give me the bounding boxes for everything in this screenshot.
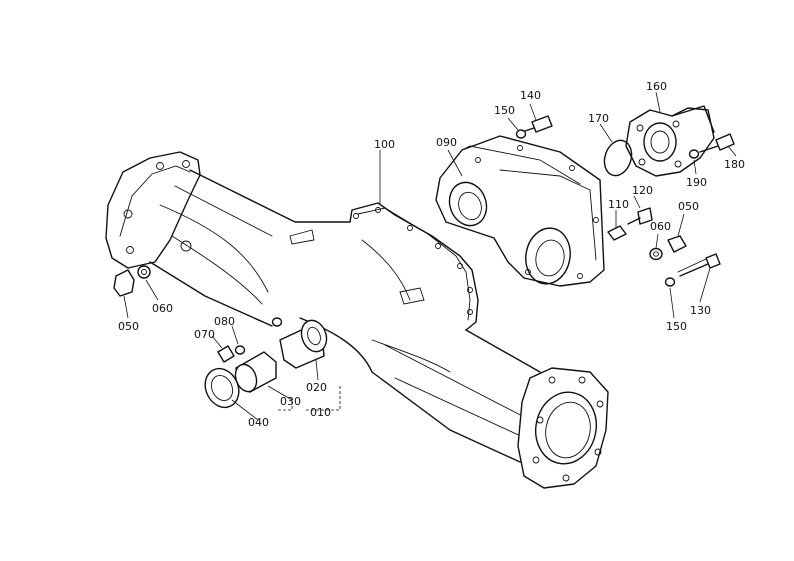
callout-060-right: 060	[650, 220, 671, 233]
callout-020: 020	[306, 381, 327, 394]
callout-100: 100	[374, 138, 395, 151]
callout-030: 030	[280, 395, 301, 408]
callout-010: 010	[310, 406, 331, 419]
small-parts	[113, 115, 735, 409]
callout-150-top: 150	[494, 104, 515, 117]
callout-170: 170	[588, 112, 609, 125]
callout-050-left: 050	[118, 320, 139, 333]
axle-housing	[105, 151, 609, 489]
callout-160: 160	[646, 80, 667, 93]
callout-180: 180	[724, 158, 745, 171]
callout-labels: 010 020 030 040 050 060 070 080 090 100 …	[118, 80, 745, 429]
callout-080: 080	[214, 315, 235, 328]
callout-110: 110	[608, 198, 629, 211]
cover-160	[625, 105, 715, 177]
callout-140: 140	[520, 89, 541, 102]
callout-040: 040	[248, 416, 269, 429]
callout-150-bottom: 150	[666, 320, 687, 333]
gear-case-090	[435, 135, 605, 287]
callout-190: 190	[686, 176, 707, 189]
callout-070: 070	[194, 328, 215, 341]
callout-050-right: 050	[678, 200, 699, 213]
leader-lines	[123, 91, 737, 421]
callout-130: 130	[690, 304, 711, 317]
callout-120: 120	[632, 184, 653, 197]
callout-090: 090	[436, 136, 457, 149]
callout-060-left: 060	[152, 302, 173, 315]
o-ring-170	[603, 139, 633, 177]
